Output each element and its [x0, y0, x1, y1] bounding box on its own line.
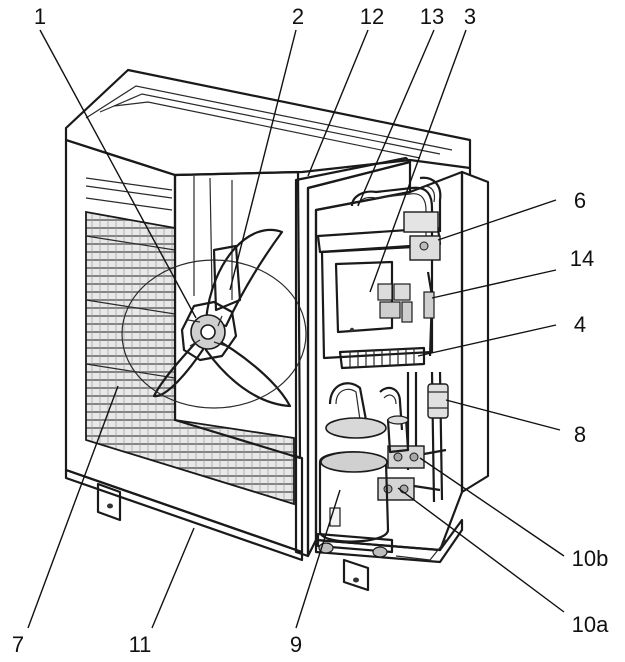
fan-blade-bottom [204, 334, 292, 408]
callout-6: 6 [574, 188, 586, 213]
leader-8 [445, 399, 561, 431]
leader-10b [419, 457, 565, 557]
callout-10b: 10b [572, 546, 609, 571]
side-panel [460, 170, 490, 494]
leader-12 [307, 29, 369, 177]
relay-block-1 [377, 283, 393, 301]
pipe-compressor-loop [328, 382, 368, 421]
compressor [316, 415, 410, 558]
control-box [316, 226, 442, 370]
leader-13 [357, 29, 435, 207]
leader-6 [437, 199, 557, 241]
callout-7: 7 [12, 632, 24, 657]
relay-block-2 [393, 283, 411, 301]
callout-11: 11 [129, 632, 152, 657]
leader-1 [39, 29, 197, 319]
leader-7 [27, 385, 119, 629]
fan-motor [180, 300, 238, 362]
four-way-valve [427, 383, 449, 419]
internal-compartment [314, 170, 464, 564]
leader-3 [369, 29, 467, 293]
pipe-right-riser [419, 176, 442, 232]
leader-14 [431, 269, 557, 299]
terminal-block [338, 346, 426, 370]
fan-blade-top [204, 228, 284, 328]
relay-block-3 [379, 301, 401, 319]
valve-assembly-top [403, 211, 439, 233]
callout-1: 1 [34, 4, 46, 29]
leader-2 [229, 29, 297, 291]
leader-lines [27, 29, 565, 629]
leader-9 [295, 489, 341, 629]
heat-exchanger [85, 210, 295, 506]
grille-mesh [85, 210, 295, 506]
relay-block-4 [401, 301, 413, 323]
leader-4 [417, 324, 557, 357]
housing [64, 68, 490, 592]
base [64, 468, 304, 562]
fan-compartment [173, 170, 302, 460]
leader-10a [397, 487, 565, 613]
callout-9: 9 [290, 632, 302, 657]
callout-14: 14 [570, 246, 594, 271]
fan [121, 228, 307, 409]
callout-8: 8 [574, 422, 586, 447]
callout-13: 13 [420, 4, 444, 29]
fan-blade-left [152, 338, 206, 398]
callout-4: 4 [574, 312, 586, 337]
callout-10a: 10a [572, 612, 609, 637]
service-valves [377, 445, 447, 501]
callout-3: 3 [464, 4, 476, 29]
control-board [320, 244, 434, 360]
leader-11 [151, 527, 195, 629]
callout-2: 2 [292, 4, 304, 29]
callout-labels: 1 2 12 13 3 6 14 4 8 10b 10a 7 11 9 [12, 4, 609, 657]
callout-12: 12 [360, 4, 384, 29]
pipe-top-loop [350, 186, 434, 236]
